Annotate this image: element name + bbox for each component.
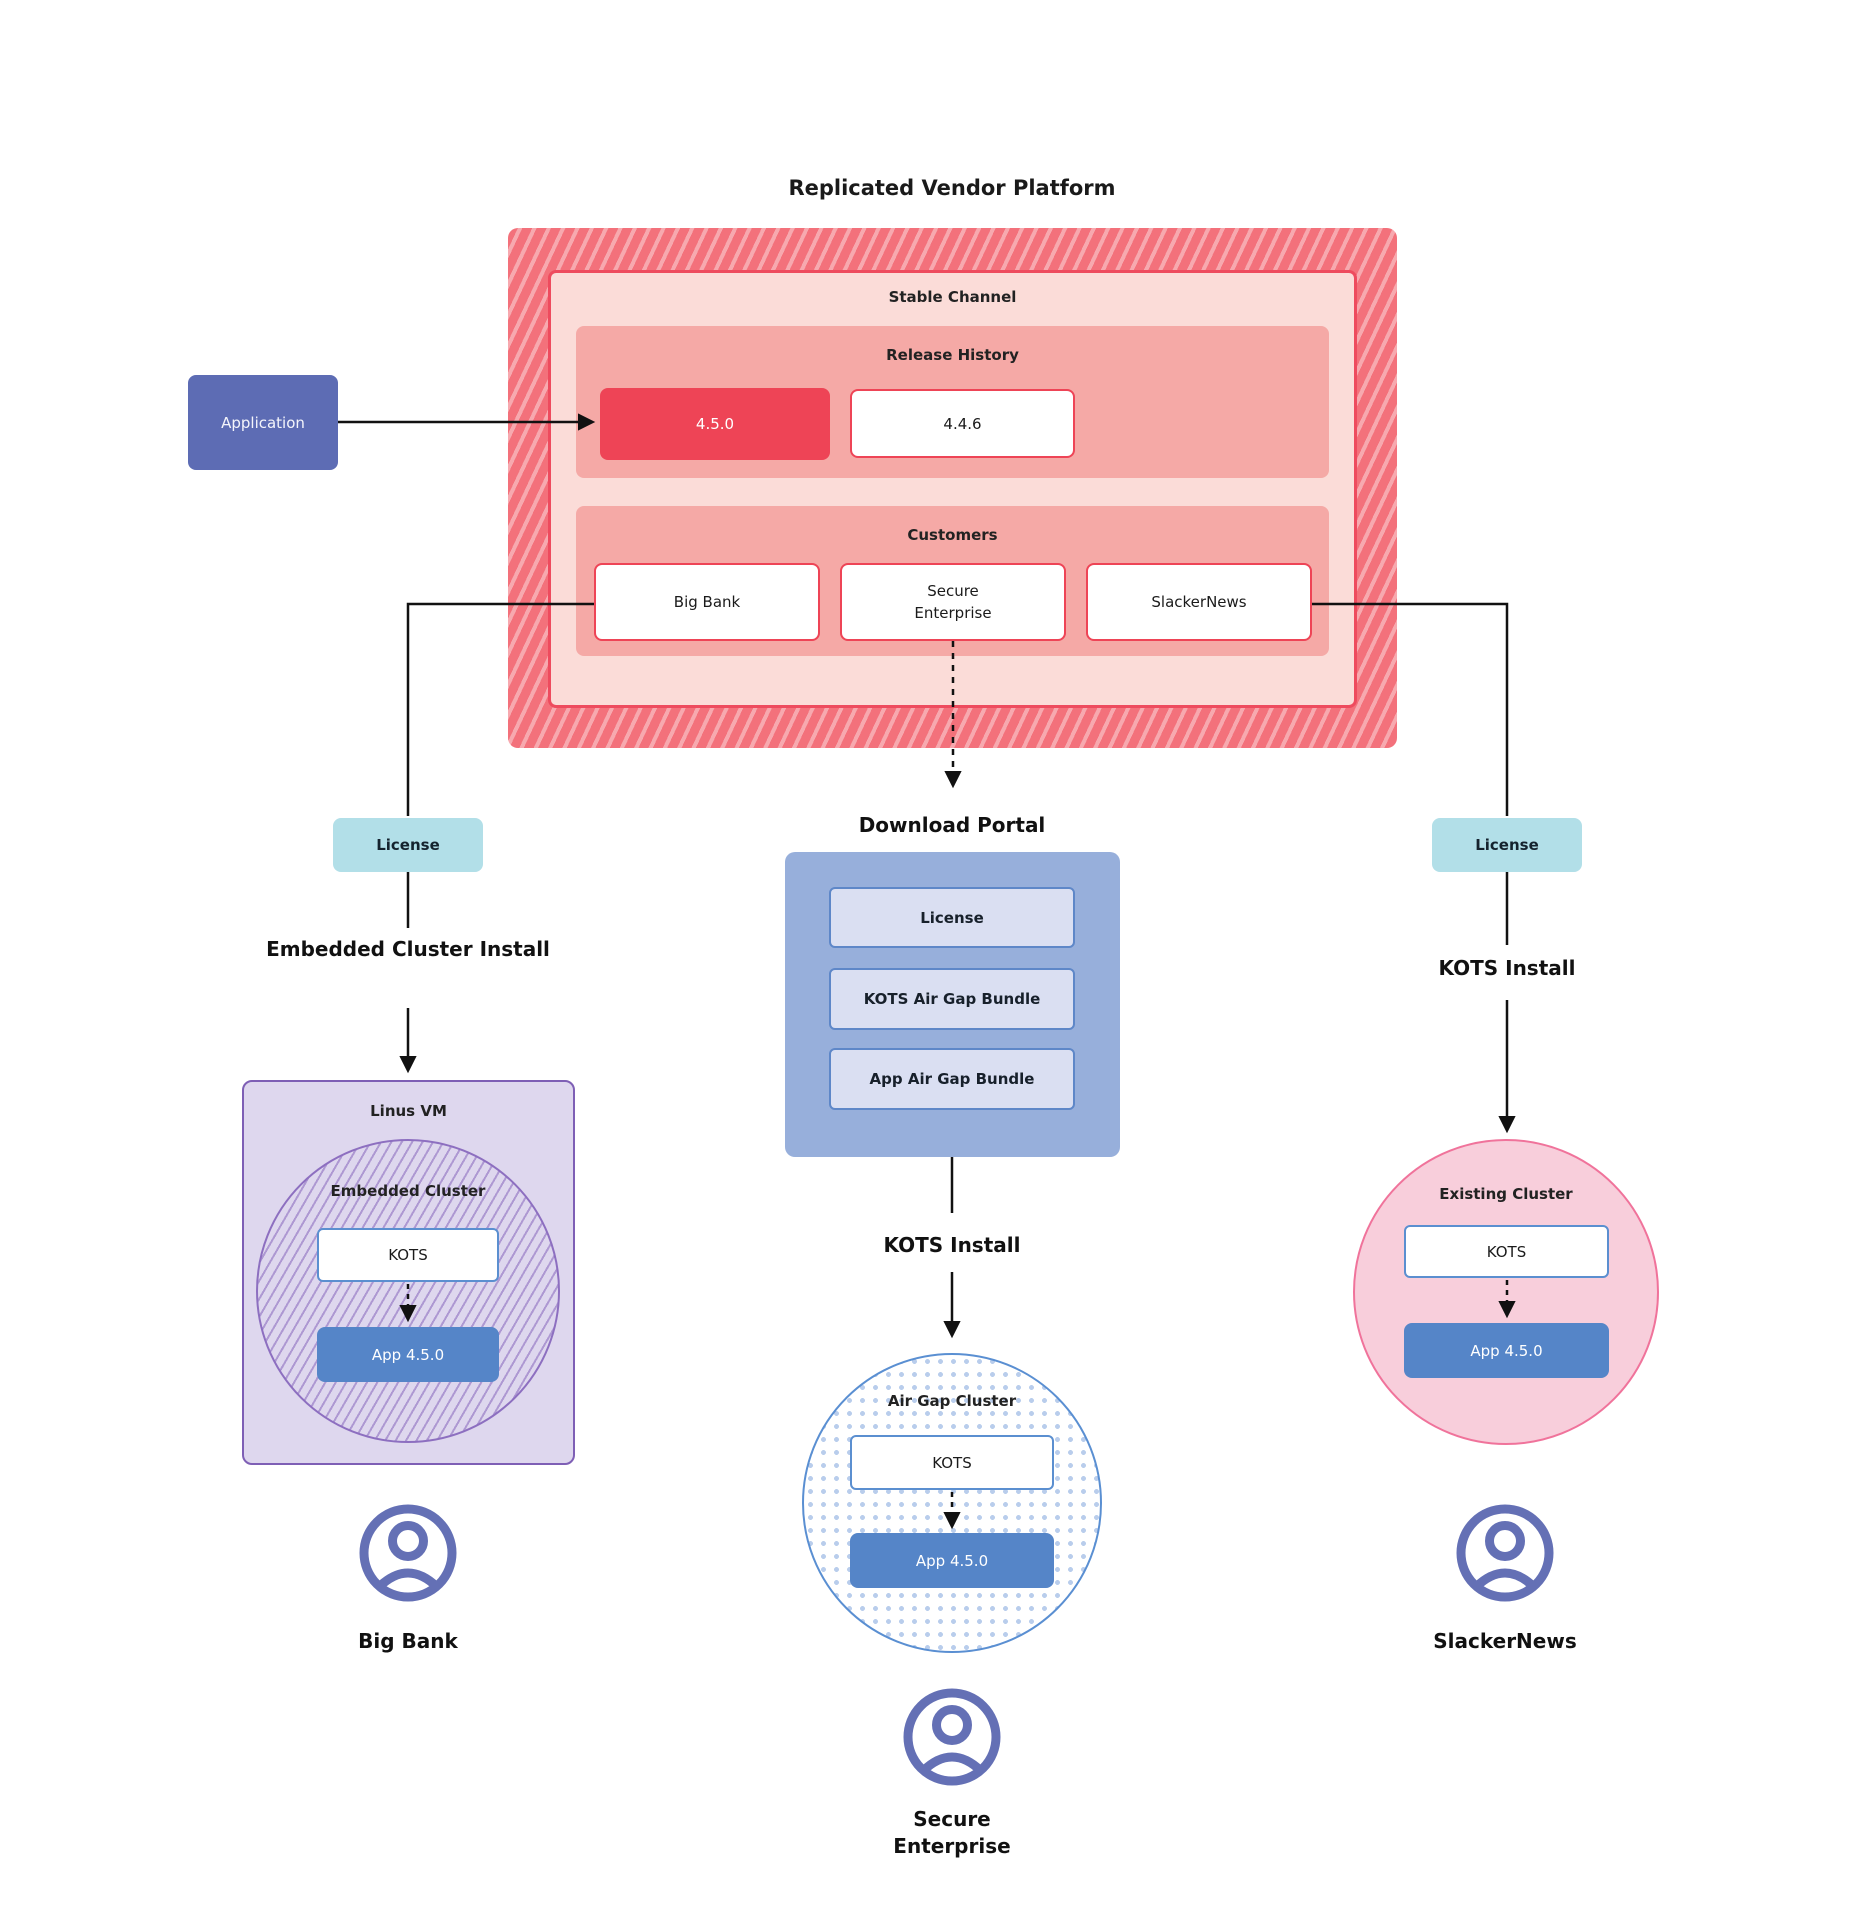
diagram-title: Replicated Vendor Platform	[788, 176, 1116, 200]
slackernews-user-icon	[1456, 1504, 1554, 1602]
secure-enterprise-label-text: Secure Enterprise	[893, 1807, 1011, 1858]
secure-enterprise-user-icon	[903, 1688, 1001, 1786]
application-box: Application	[188, 375, 338, 470]
air-gap-cluster-label: Air Gap Cluster	[887, 1392, 1017, 1410]
portal-item-license: License	[829, 887, 1075, 948]
app-box-right: App 4.5.0	[1404, 1323, 1609, 1378]
kots-install-label-right: KOTS Install	[1438, 956, 1576, 980]
air-gap-cluster-circle	[802, 1353, 1102, 1653]
customers-label: Customers	[907, 526, 998, 544]
license-badge-left: License	[333, 818, 483, 872]
customer-big-bank-box: Big Bank	[594, 563, 820, 641]
customer-secure-enterprise-label: Secure Enterprise	[914, 581, 992, 623]
big-bank-user-icon	[359, 1504, 457, 1602]
app-box-left: App 4.5.0	[317, 1327, 499, 1382]
release-history-label: Release History	[886, 346, 1019, 364]
release-current-box: 4.5.0	[600, 388, 830, 460]
portal-item-app-bundle: App Air Gap Bundle	[829, 1048, 1075, 1110]
slackernews-label: SlackerNews	[1433, 1629, 1577, 1653]
secure-enterprise-label: Secure Enterprise	[852, 1806, 1052, 1860]
kots-box-right: KOTS	[1404, 1225, 1609, 1278]
customer-secure-enterprise-box: Secure Enterprise	[840, 563, 1066, 641]
customer-slackernews-box: SlackerNews	[1086, 563, 1312, 641]
kots-box-left: KOTS	[317, 1228, 499, 1282]
kots-box-center: KOTS	[850, 1435, 1054, 1490]
license-badge-right: License	[1432, 818, 1582, 872]
embedded-cluster-circle	[256, 1139, 560, 1443]
release-previous-box: 4.4.6	[850, 389, 1075, 458]
download-portal-label: Download Portal	[858, 813, 1046, 837]
app-box-center: App 4.5.0	[850, 1533, 1054, 1588]
embedded-cluster-install-label: Embedded Cluster Install	[266, 937, 550, 961]
big-bank-label: Big Bank	[358, 1629, 458, 1653]
linus-vm-label: Linus VM	[370, 1102, 447, 1120]
stable-channel-label: Stable Channel	[888, 288, 1017, 306]
kots-install-label-center: KOTS Install	[883, 1233, 1021, 1257]
portal-item-kots-bundle: KOTS Air Gap Bundle	[829, 968, 1075, 1030]
existing-cluster-label: Existing Cluster	[1439, 1185, 1573, 1203]
embedded-cluster-label: Embedded Cluster	[330, 1182, 486, 1200]
